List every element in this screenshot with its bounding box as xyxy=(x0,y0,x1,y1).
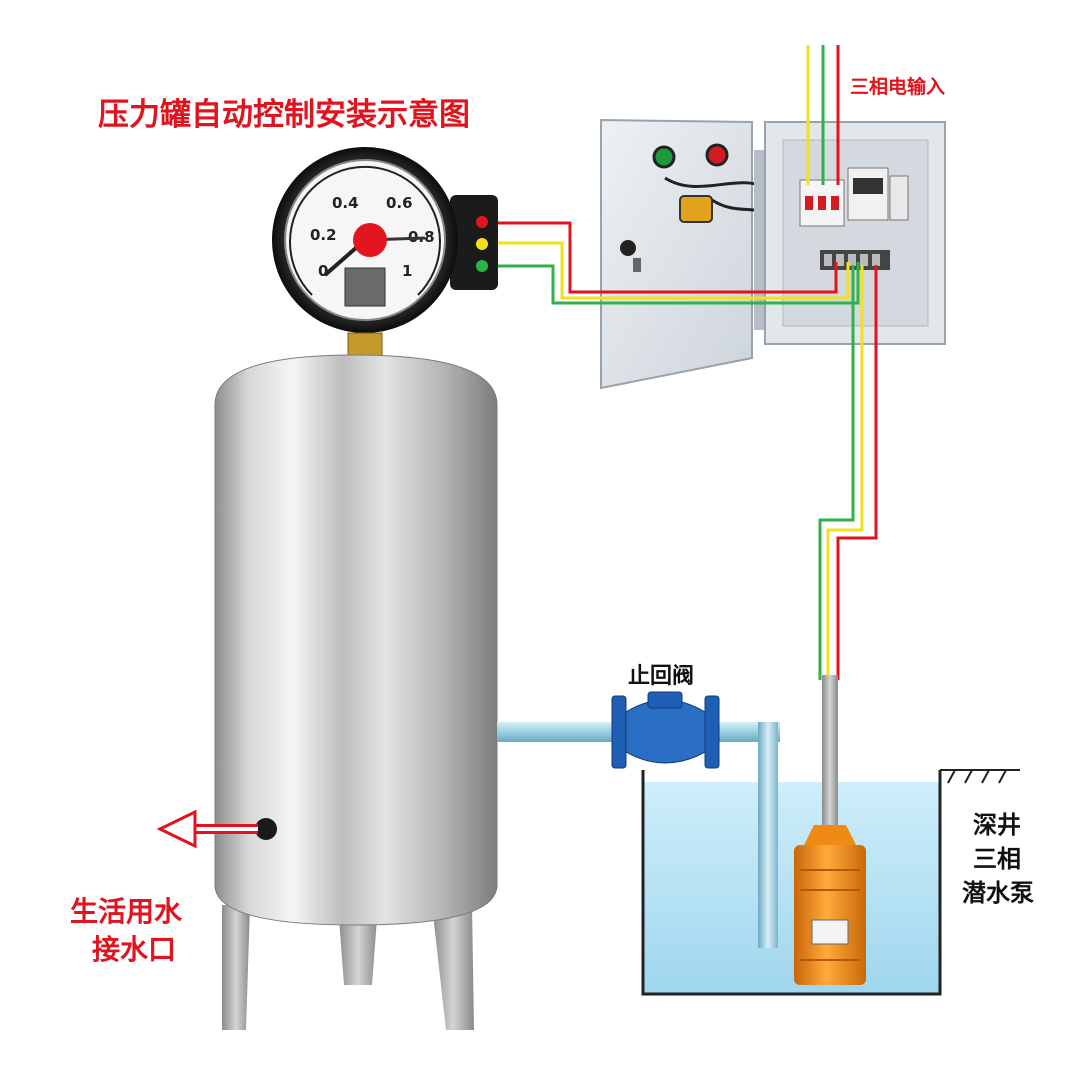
wire-red xyxy=(836,265,878,680)
red-indicator-light xyxy=(705,143,729,167)
wire-green xyxy=(490,262,860,305)
pump-label-line2: 三相 xyxy=(973,845,1021,873)
gauge-scale-label: 0.2 xyxy=(310,226,337,244)
power-input-wires xyxy=(806,45,840,185)
contactor xyxy=(847,167,909,221)
pump-riser xyxy=(822,675,838,825)
gauge-base-block xyxy=(344,267,386,307)
wire-yellow xyxy=(826,265,864,680)
gauge-scale-label: 0.4 xyxy=(332,194,359,212)
green-indicator-light xyxy=(652,145,676,169)
outlet-label-line2: 接水口 xyxy=(92,933,177,966)
tank-leg xyxy=(222,905,250,1030)
pump-nameplate xyxy=(811,919,849,945)
tank-body xyxy=(214,354,498,926)
terminal-yellow xyxy=(476,238,488,250)
valve-bonnet xyxy=(647,691,683,709)
outlet-arrow xyxy=(156,809,258,849)
pump-top-cap xyxy=(804,825,856,845)
terminal-block xyxy=(820,250,890,270)
pump-cable-wires xyxy=(818,265,878,680)
valve-body xyxy=(625,699,706,764)
pump-label: 深井 三相 潜水泵 xyxy=(962,808,1034,910)
check-valve xyxy=(611,691,720,769)
deep-well xyxy=(641,769,1020,996)
pipe-vertical xyxy=(758,722,778,948)
pump-label-line3: 潜水泵 xyxy=(962,879,1034,907)
ground-hatching xyxy=(947,769,1007,784)
diagram-title: 压力罐自动控制安装示意图 xyxy=(98,97,470,133)
circuit-breaker xyxy=(799,179,845,227)
wire-green xyxy=(818,265,855,680)
terminal-red xyxy=(476,216,488,228)
gauge-signal-wires xyxy=(490,221,860,305)
gauge-scale-arc xyxy=(289,166,441,296)
terminal-green xyxy=(476,260,488,272)
gauge-scale-label: 0 xyxy=(318,262,328,280)
outlet-port xyxy=(255,818,277,840)
wire-yellow xyxy=(490,241,850,300)
gauge-scale-label: 1 xyxy=(402,262,412,280)
pump-body xyxy=(794,845,866,985)
door-lock xyxy=(633,258,641,272)
outlet-label-line1: 生活用水 xyxy=(70,895,183,928)
submersible-pump xyxy=(794,675,866,985)
pressure-gauge: 0 0.2 0.4 0.6 0.8 1 xyxy=(272,147,498,364)
power-input-label: 三相电输入 xyxy=(850,76,946,98)
pump-label-line1: 深井 xyxy=(973,811,1021,839)
valve-flange xyxy=(704,695,720,769)
control-box xyxy=(600,118,946,390)
pressure-tank xyxy=(156,354,498,1030)
door-knob xyxy=(620,240,636,256)
valve-flange xyxy=(611,695,627,769)
door-hinge xyxy=(754,150,764,330)
well-wall xyxy=(641,770,942,996)
check-valve-label: 止回阀 xyxy=(628,664,695,689)
well-water xyxy=(643,782,940,994)
door-switch xyxy=(679,195,713,223)
gauge-adjust-knob xyxy=(353,223,387,257)
tank-leg xyxy=(432,905,474,1030)
gauge-scale-label: 0.6 xyxy=(386,194,413,212)
wire-red xyxy=(490,221,838,294)
